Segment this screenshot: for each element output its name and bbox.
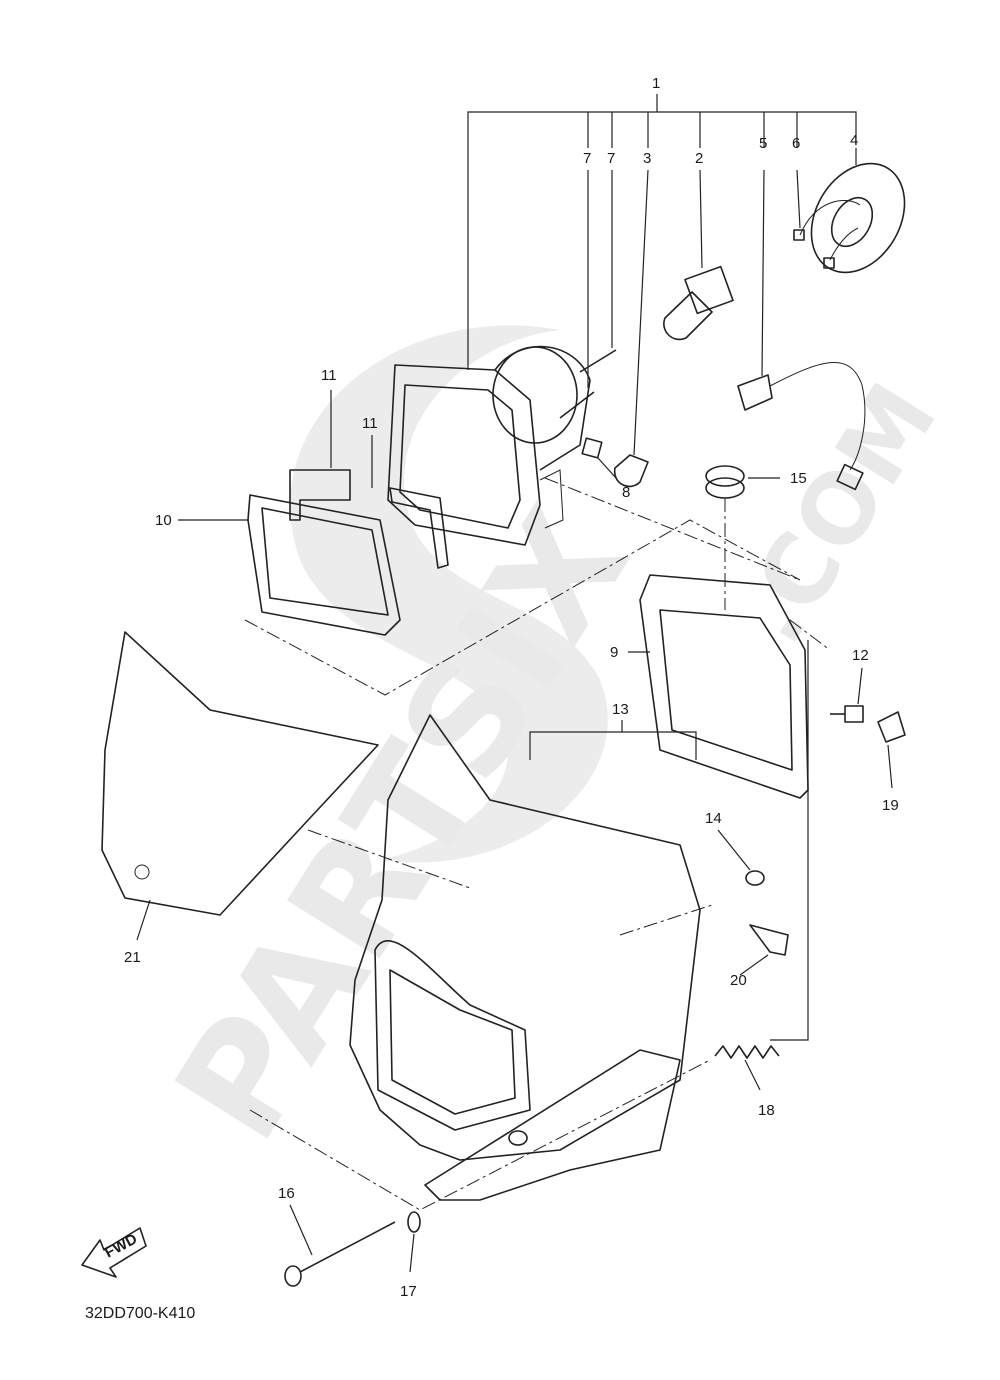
callout-5: 5 — [759, 135, 767, 152]
watermark-logo — [290, 325, 608, 863]
socket-cord-5 — [737, 169, 866, 491]
grommet-15 — [705, 465, 780, 499]
visor-21 — [101, 631, 379, 941]
bulb-2 — [663, 169, 734, 341]
bracket-9 — [628, 574, 831, 799]
callout-21: 21 — [124, 949, 141, 966]
lower-bracket — [249, 1049, 711, 1211]
washer-14 — [717, 829, 765, 886]
bolt-16 — [284, 1204, 396, 1287]
callout-6: 6 — [792, 135, 800, 152]
callout-15: 15 — [790, 470, 807, 487]
assembly-line-hl — [544, 477, 801, 581]
callout-17: 17 — [400, 1283, 417, 1300]
callout-14: 14 — [705, 810, 722, 827]
screws-7 — [559, 170, 617, 419]
part-1-bracket — [467, 94, 857, 370]
callout-11a: 11 — [321, 367, 337, 384]
callout-9: 9 — [610, 644, 618, 661]
callout-labels: 1 2 3 4 5 6 7 7 8 9 10 11 11 12 13 14 15… — [124, 75, 899, 1300]
callout-7a: 7 — [583, 150, 591, 167]
callout-8: 8 — [622, 484, 630, 501]
rubber-10-11 — [178, 390, 449, 636]
callout-1: 1 — [652, 75, 660, 92]
callout-11b: 11 — [362, 415, 378, 432]
spring-18 — [714, 640, 809, 1091]
callout-19: 19 — [882, 797, 899, 814]
headlight-unit — [387, 345, 591, 546]
callout-2: 2 — [695, 150, 703, 167]
clip-19 — [877, 711, 906, 789]
callout-4: 4 — [850, 132, 858, 149]
callout-12: 12 — [852, 647, 869, 664]
watermark: PARTSIX .COM — [143, 325, 958, 1169]
callout-3: 3 — [643, 150, 651, 167]
callout-20: 20 — [730, 972, 747, 989]
bolt-12 — [830, 667, 864, 723]
headlight-cover-13 — [307, 714, 713, 1161]
drawing-code: 32DD700-K410 — [85, 1305, 195, 1322]
assembly-line-upper — [244, 519, 801, 696]
bolt-20 — [739, 924, 789, 976]
bulb-3 — [614, 169, 649, 488]
nut-8 — [581, 437, 617, 479]
fwd-label: FWD — [102, 1230, 140, 1261]
lead-wire-6 — [793, 169, 861, 269]
callout-13: 13 — [612, 701, 629, 718]
callout-10: 10 — [155, 512, 172, 529]
socket-4 — [810, 148, 906, 274]
fwd-arrow-icon: FWD — [81, 1227, 147, 1278]
washer-17 — [407, 1211, 421, 1273]
callout-7b: 7 — [607, 150, 615, 167]
callout-18: 18 — [758, 1102, 775, 1119]
callout-16: 16 — [278, 1185, 295, 1202]
